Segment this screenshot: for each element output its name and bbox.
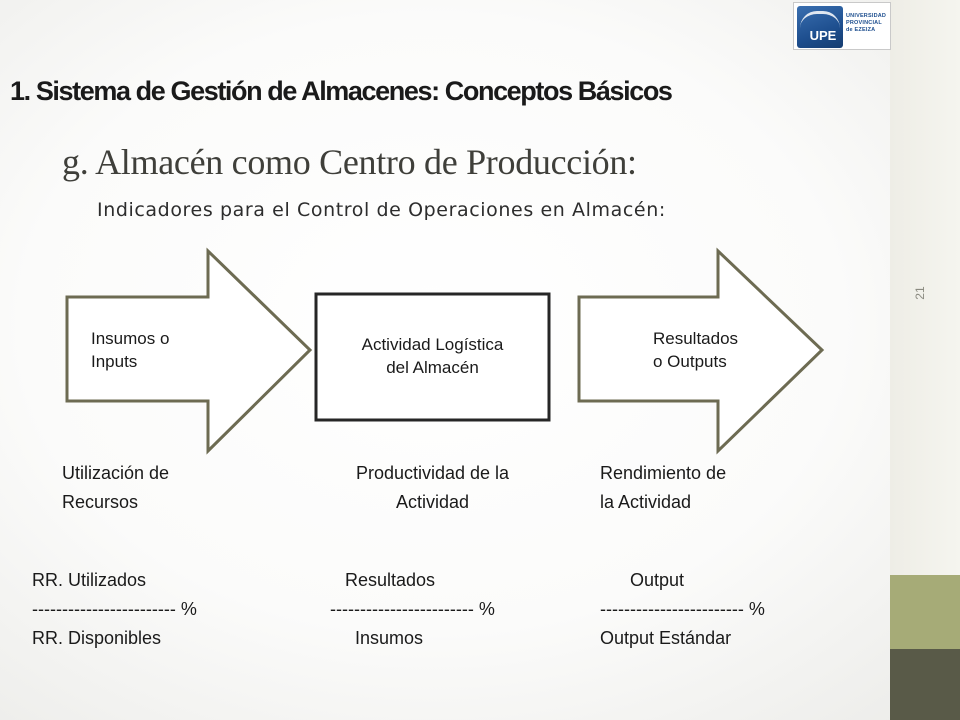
sidebar-accent-band (890, 575, 960, 649)
logo-text-line-1: UNIVERSIDAD (846, 13, 887, 19)
logo-swoosh (800, 11, 840, 28)
formula-resource-utilization: RR. Utilizados ------------------------ … (32, 570, 197, 648)
logo-mark-icon: UPE (797, 6, 843, 48)
output-arrow-shape (577, 247, 825, 455)
slide-subtitle: g. Almacén como Centro de Producción: (62, 142, 637, 182)
university-logo: UPE UNIVERSIDAD PROVINCIAL de EZEIZA (793, 2, 891, 50)
logo-abbreviation: UPE (809, 28, 837, 43)
sidebar-footer-band (890, 649, 960, 720)
formula-activity-productivity: Resultados ------------------------ % In… (330, 570, 495, 648)
intro-text: Indicadores para el Control de Operacion… (97, 199, 666, 221)
output-arrow-label: Resultados o Outputs (653, 329, 739, 371)
formula-activity-performance: Output ------------------------ % Output… (600, 570, 765, 648)
indicator-resource-utilization: Utilización de Recursos (62, 463, 170, 512)
process-box-shape (314, 292, 551, 422)
indicator-activity-productivity: Productividad de la Actividad (355, 463, 510, 512)
slide-title: 1. Sistema de Gestión de Almacenes: Conc… (10, 76, 673, 106)
logo-text-line-3: de EZEIZA (846, 27, 876, 33)
logo-wordmark: UNIVERSIDAD PROVINCIAL de EZEIZA (846, 13, 890, 34)
input-arrow-shape (65, 247, 313, 455)
input-arrow-label: Insumos o Inputs (91, 329, 170, 371)
logo-text-line-2: PROVINCIAL (846, 20, 882, 26)
process-box-label: Actividad Logística del Almacén (361, 335, 504, 377)
indicator-activity-performance: Rendimiento de la Actividad (600, 463, 727, 512)
